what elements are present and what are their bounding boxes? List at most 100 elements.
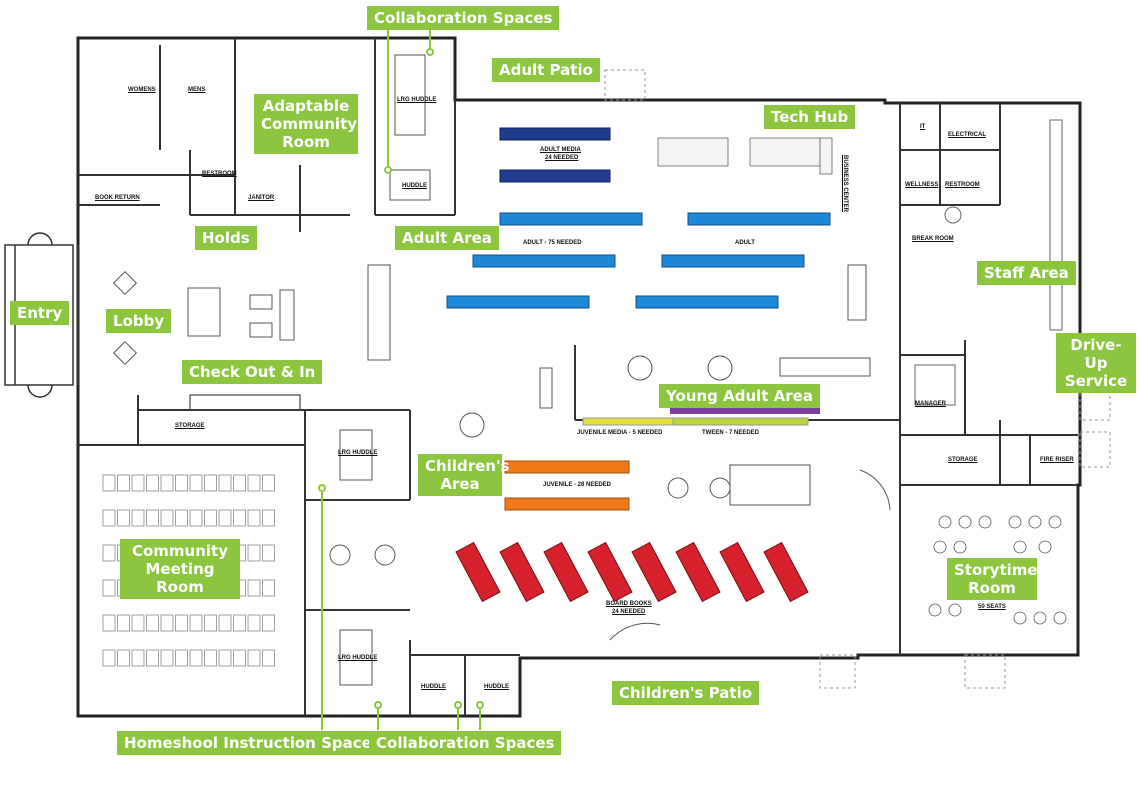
meeting-seat (175, 614, 188, 632)
label-drive-up-service: Drive-Up Service (1056, 333, 1136, 393)
meeting-seat (146, 474, 159, 492)
room-wellness-label: Wellness (905, 182, 939, 188)
meeting-seat (204, 509, 217, 527)
meeting-seat (262, 509, 275, 527)
meeting-seat (247, 614, 261, 632)
label-staff-area: Staff Area (977, 261, 1076, 285)
board-book-bin (719, 541, 765, 603)
room-break-label: Break Room (912, 236, 954, 242)
label-entry: Entry (10, 301, 70, 325)
board-book-bin (675, 541, 721, 603)
label-lobby: Lobby (106, 309, 172, 333)
meeting-seat (102, 579, 116, 597)
business-center-label: Business Center (842, 155, 848, 213)
adult-75-label: Adult - 75 Needed (523, 240, 582, 246)
storytime-seat (1053, 611, 1067, 625)
meeting-seat (262, 544, 275, 562)
adult-media-needed-label: 24 Needed (545, 155, 579, 161)
lobby-furniture (112, 270, 295, 366)
room-mens-label: Mens (188, 87, 206, 93)
meeting-seat (262, 579, 275, 597)
storytime-seats (928, 515, 1067, 625)
board-book-bin (499, 541, 545, 603)
meeting-seat (102, 509, 116, 527)
juvenile-28-label: Juvenile - 28 Needed (543, 482, 612, 488)
room-book-return-label: Book Return (95, 195, 140, 201)
adult-shelves (446, 212, 831, 309)
meeting-seat (233, 509, 246, 527)
storytime-seat (1038, 540, 1052, 554)
label-childrens-area: Children's Area (418, 454, 509, 496)
meeting-seat (262, 649, 275, 667)
room-lrg-huddle-top-label: LRG Huddle (397, 97, 437, 103)
tween-label: Tween - 7 Needed (702, 430, 760, 436)
room-janitor-label: Janitor (248, 195, 275, 201)
label-collaboration-spaces-bottom: Collaboration Spaces (369, 731, 562, 755)
meeting-seat (204, 649, 217, 667)
storytime-seats-label: 50 Seats (978, 604, 1006, 610)
staff-seating (914, 119, 1063, 406)
meeting-seat (131, 509, 145, 527)
adult-media-label: Adult Media (540, 147, 581, 153)
label-childrens-patio: Children's Patio (612, 681, 760, 705)
storytime-seat (1033, 611, 1047, 625)
meeting-seat (102, 544, 116, 562)
room-electrical-label: Electrical (948, 132, 986, 138)
storytime-seat (933, 540, 947, 554)
meeting-seat (175, 474, 188, 492)
meeting-seat (218, 614, 232, 632)
room-restroom-staff-label: Restroom (945, 182, 980, 188)
meeting-seat (175, 509, 188, 527)
board-book-bins (455, 541, 809, 603)
storytime-seat (938, 515, 952, 529)
label-check-out-in: Check Out & In (182, 360, 323, 384)
meeting-seat (102, 474, 116, 492)
meeting-seat (247, 649, 261, 667)
inner-walls (77, 38, 1078, 716)
label-collaboration-spaces-top: Collaboration Spaces (367, 6, 560, 30)
checkout-desk (189, 394, 301, 411)
label-community-meeting-room: Community Meeting Room (120, 539, 240, 599)
board-books-needed-label: 24 Needed (612, 609, 646, 615)
meeting-seat (117, 474, 130, 492)
label-young-adult-area: Young Adult Area (659, 384, 820, 408)
meeting-seat (262, 474, 275, 492)
board-book-bin (763, 541, 809, 603)
juvenile-media-shelf (582, 408, 820, 426)
meeting-seat (189, 614, 203, 632)
juvenile-shelves (504, 460, 630, 511)
adult-label: Adult (735, 240, 755, 246)
meeting-seat (247, 579, 261, 597)
storytime-seat (978, 515, 992, 529)
storytime-seat (1008, 515, 1022, 529)
meeting-seat (218, 509, 232, 527)
meeting-seat (117, 614, 130, 632)
huddle-tables (339, 54, 431, 686)
tech-hub-desks (657, 137, 833, 175)
room-it-label: IT (920, 124, 926, 130)
meeting-seat (218, 474, 232, 492)
meeting-seat (131, 614, 145, 632)
meeting-seat (247, 474, 261, 492)
label-tech-hub: Tech Hub (764, 105, 856, 129)
meeting-seat (233, 649, 246, 667)
meeting-seat (146, 614, 159, 632)
adult-tables (367, 264, 867, 361)
meeting-seat (233, 474, 246, 492)
storytime-seat (1013, 540, 1027, 554)
meeting-seat (189, 474, 203, 492)
meeting-seat (189, 649, 203, 667)
board-book-bin (543, 541, 589, 603)
meeting-seat (146, 649, 159, 667)
meeting-seat (247, 544, 261, 562)
label-adaptable-community-room: Adaptable Community Room (254, 94, 358, 154)
meeting-seat (160, 649, 174, 667)
storytime-seat (958, 515, 972, 529)
storytime-seat (1013, 611, 1027, 625)
room-lrg-huddle-bottom-label: LRG Huddle (338, 655, 378, 661)
room-womens-label: Womens (128, 87, 156, 93)
room-restroom-label: Restroom (202, 171, 237, 177)
label-adult-patio: Adult Patio (492, 58, 600, 82)
meeting-seat (204, 474, 217, 492)
